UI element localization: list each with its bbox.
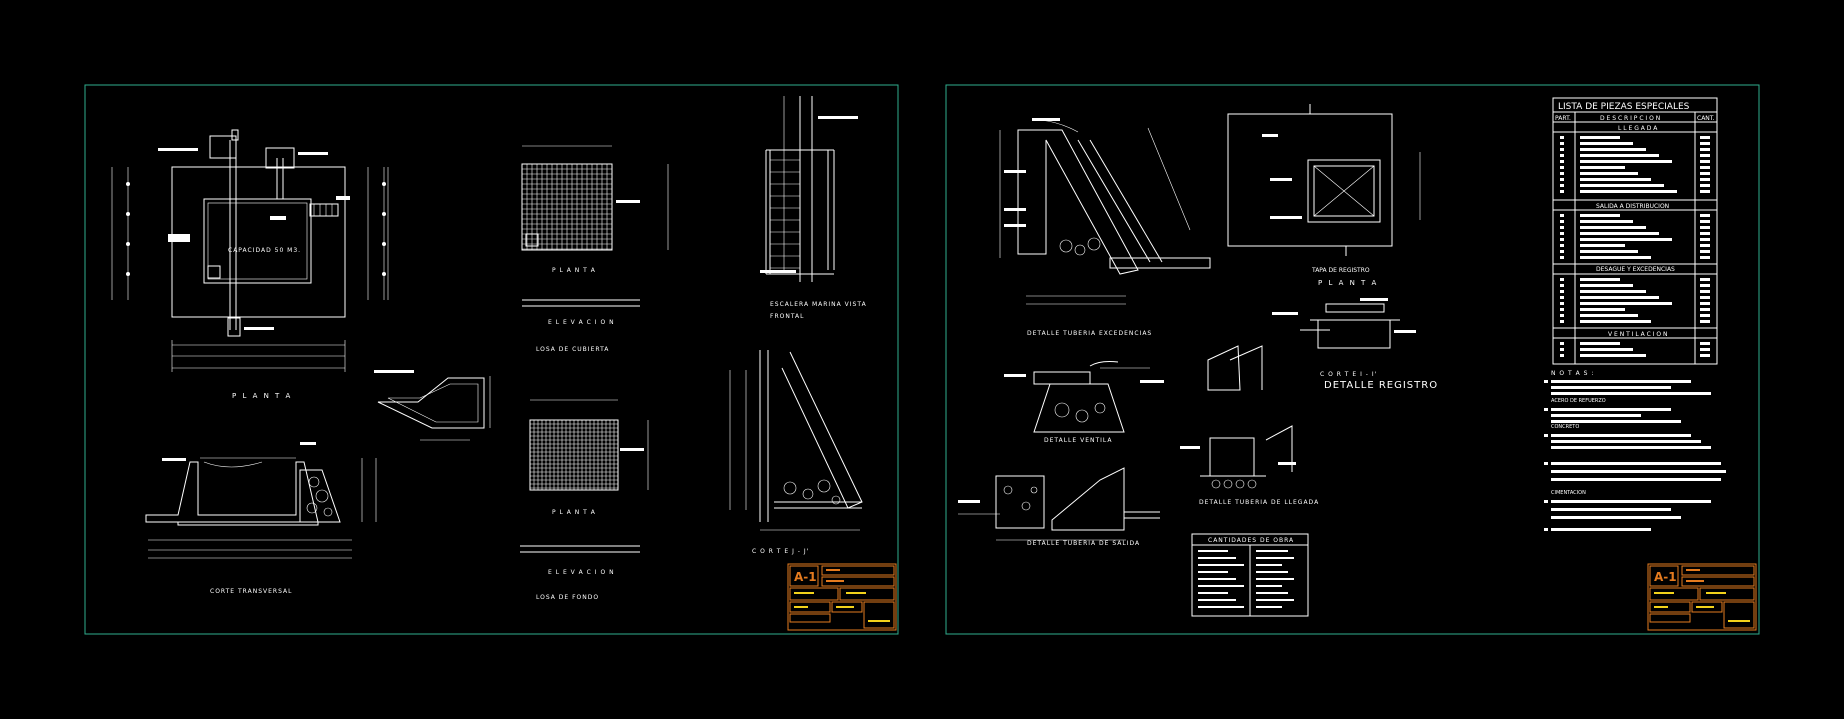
title-block-1-code: A-1 (794, 570, 817, 584)
bottom-plan-title: P L A N T A (552, 509, 596, 516)
col-part: PART. (1555, 115, 1571, 122)
overflow-pipe-title: DETALLE TUBERIA EXCEDENCIAS (1027, 330, 1152, 337)
overflow-pipe-detail: DETALLE TUBERIA EXCEDENCIAS (999, 118, 1211, 337)
manhole-plan-title: P L A N T A (1318, 279, 1378, 287)
sheet-2: DETALLE TUBERIA EXCEDENCIAS TAPA DE REGI… (945, 84, 1760, 635)
tank-plan-title: P L A N T A (232, 392, 292, 400)
special-parts-rows (1560, 136, 1710, 357)
section-ii-title: C O R T E I - I' (1320, 371, 1377, 378)
quantities-title: CANTIDADES DE OBRA (1208, 537, 1294, 544)
ladder-detail: ESCALERA MARINA VISTA FRONTAL (760, 96, 867, 320)
quantities-table: CANTIDADES DE OBRA (1191, 533, 1309, 617)
section-desague: DESAGUE Y EXCEDENCIAS (1596, 266, 1675, 273)
ladder-title-line1: ESCALERA MARINA VISTA (770, 301, 867, 308)
outlet-pipe-title: DETALLE TUBERIA DE SALIDA (1027, 540, 1140, 547)
quantities-rows (1198, 550, 1294, 608)
sheet-1: CAPACIDAD 50 M3. P L A N T A (84, 84, 899, 635)
bottom-slab-grid (530, 420, 618, 490)
tank-capacity-label: CAPACIDAD 50 M3. (228, 247, 301, 254)
ladder-title-line2: FRONTAL (770, 313, 804, 320)
manhole-cover-caption: TAPA DE REGISTRO (1311, 267, 1370, 274)
special-parts-title: LISTA DE PIEZAS ESPECIALES (1558, 102, 1690, 112)
special-parts-table: LISTA DE PIEZAS ESPECIALES PART. D E S C… (1552, 97, 1718, 365)
outlet-pipe-detail: DETALLE TUBERIA DE SALIDA (958, 467, 1160, 547)
tank-plan-view: CAPACIDAD 50 M3. P L A N T A (111, 129, 389, 400)
notes-cimentacion: CIMENTACION (1551, 490, 1586, 496)
inlet-pipe-detail: DETALLE TUBERIA DE LLEGADA (1180, 345, 1319, 506)
vent-detail: DETALLE VENTILA (1004, 361, 1164, 444)
title-block-2: A-1 (1647, 563, 1757, 631)
bottom-elevation-title: E L E V A C I O N (548, 569, 615, 576)
title-block-1: A-1 (787, 563, 897, 631)
sheet-1-frame (84, 84, 899, 635)
roof-slab-grid (522, 164, 612, 250)
notes-title: N O T A S : (1551, 370, 1594, 377)
bottom-slab-title: LOSA DE FONDO (536, 594, 599, 601)
sheet-2-frame (945, 84, 1760, 635)
notes-acero: ACERO DE REFUERZO (1551, 398, 1606, 404)
section-jj-title: C O R T E J - J' (752, 548, 809, 555)
vent-detail-title: DETALLE VENTILA (1044, 437, 1113, 444)
col-cant: CANT. (1697, 115, 1715, 122)
section-ii: C O R T E I - I' DETALLE REGISTRO (1272, 298, 1438, 391)
cross-section: CORTE TRANSVERSAL (145, 442, 377, 595)
inlet-pipe-title: DETALLE TUBERIA DE LLEGADA (1199, 499, 1319, 506)
title-block-2-code: A-1 (1654, 570, 1677, 584)
ladder-rungs (770, 159, 800, 269)
cross-section-title: CORTE TRANSVERSAL (210, 588, 292, 595)
wall-corner-detail (374, 370, 491, 441)
roof-elevation-title: E L E V A C I O N (548, 319, 615, 326)
notes-block: N O T A S : ACERO DE REFUERZO CONCRETO C… (1544, 370, 1726, 531)
roof-slab-detail: P L A N T A E L E V A C I O N LOSA DE CU… (521, 145, 669, 353)
section-jj: C O R T E J - J' (729, 350, 863, 555)
roof-plan-title: P L A N T A (552, 267, 596, 274)
section-llegada: L L E G A D A (1618, 125, 1658, 132)
section-ventilacion: V E N T I L A C I O N (1608, 331, 1668, 338)
col-desc: D E S C R I P C I O N (1600, 115, 1660, 122)
bottom-slab-detail: P L A N T A E L E V A C I O N LOSA DE FO… (520, 399, 649, 601)
notes-concreto: CONCRETO (1551, 424, 1579, 430)
notes-text-lines (1544, 380, 1726, 531)
manhole-detail-title: DETALLE REGISTRO (1324, 380, 1438, 391)
roof-slab-title: LOSA DE CUBIERTA (536, 346, 609, 353)
section-salida: SALIDA A DISTRIBUCION (1596, 203, 1669, 210)
manhole-cover-plan: TAPA DE REGISTRO P L A N T A (1227, 104, 1421, 287)
